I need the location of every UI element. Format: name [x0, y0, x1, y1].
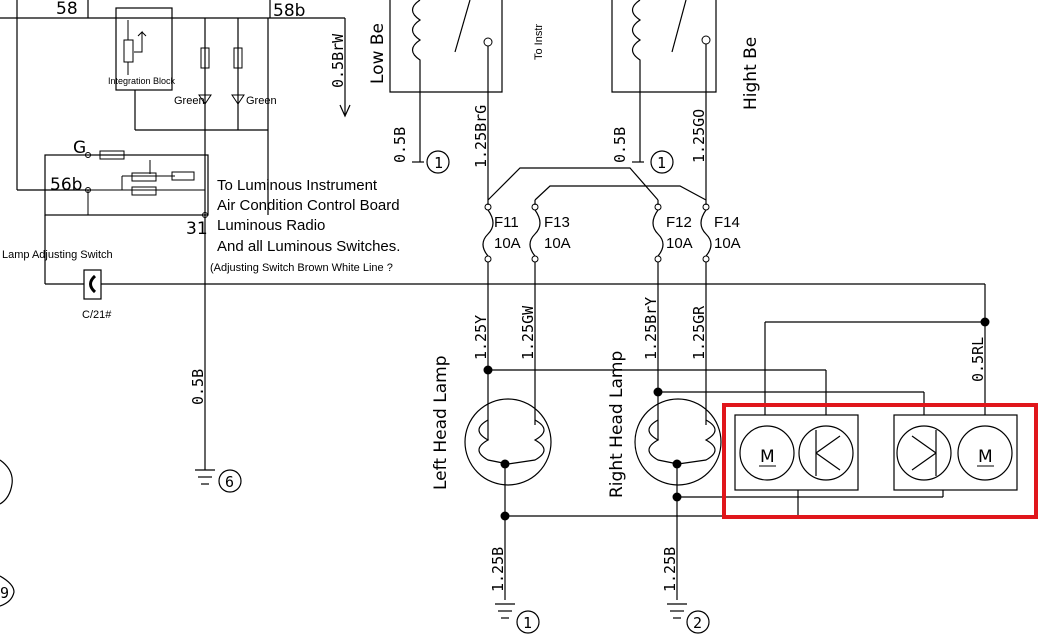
- fuse-f14-rating: 10A: [714, 235, 741, 252]
- top-bus-58: 58 58b 0.5BrW: [0, 0, 351, 191]
- fuse-f11: F11 10A: [482, 203, 521, 263]
- left-head-lamp: Left Head Lamp: [431, 356, 552, 600]
- high-beam-label: Hight Be: [741, 37, 761, 110]
- fuse-f12-rating: 10A: [666, 235, 693, 252]
- wire-label-05brw: 0.5BrW: [329, 33, 347, 88]
- terminal-58-label: 58: [56, 0, 78, 19]
- dimmer-switch: G 56b 31: [44, 138, 209, 239]
- integration-block: Integration Block Green Green: [108, 7, 277, 450]
- wire-label-125gw: 1.25GW: [519, 305, 537, 360]
- ground-1-top-a: 1: [434, 154, 443, 172]
- switch-code-label: C/21#: [82, 309, 112, 321]
- to-instrument-label: To Instr: [533, 24, 545, 60]
- fuse-feed-wires: [487, 167, 707, 205]
- partial-left-circles: 9: [0, 459, 15, 607]
- terminal-31-label: 31: [186, 219, 208, 239]
- wire-label-125bry: 1.25BrY: [642, 297, 660, 360]
- high-beam-relay: Hight Be 1 0.5B 1.25GO: [611, 0, 761, 200]
- ground-2-bottom-label: 2: [693, 614, 702, 632]
- wire-label-125y: 1.25Y: [472, 315, 490, 360]
- wire-label-125go: 1.25GO: [690, 109, 708, 163]
- green-label-left: Green: [174, 95, 205, 107]
- left-leveling-actuator: M: [734, 414, 859, 491]
- ground-2-bottom: 2: [667, 603, 710, 634]
- left-head-lamp-label: Left Head Lamp: [431, 356, 451, 490]
- note-text: To Luminous Instrument Air Condition Con…: [210, 177, 400, 274]
- green-label-right: Green: [246, 95, 277, 107]
- wire-label-05b-ground6: 0.5B: [189, 369, 207, 405]
- ground-6-label: 6: [225, 473, 234, 491]
- terminal-58b-label: 58b: [273, 1, 305, 21]
- motor-symbol-left: M: [760, 447, 775, 467]
- fuse-f14-name: F14: [714, 214, 740, 231]
- terminal-g-label: G: [73, 138, 86, 158]
- wire-label-05b-high: 0.5B: [611, 127, 629, 163]
- ground-1-bottom: 1: [495, 603, 540, 634]
- note-line-3: Luminous Radio: [217, 217, 325, 234]
- fuse-f12: F12 10A: [652, 203, 693, 263]
- wire-label-125gr: 1.25GR: [690, 305, 708, 360]
- fuse-f13: F13 10A: [529, 203, 571, 263]
- motor-symbol-right: M: [978, 447, 993, 467]
- ground-1-top-b: 1: [657, 154, 666, 172]
- wire-label-125b-right: 1.25B: [661, 547, 679, 592]
- fuse-f13-name: F13: [544, 214, 570, 231]
- fuse-f11-name: F11: [494, 214, 519, 231]
- integration-block-label: Integration Block: [108, 76, 176, 86]
- fuse-f12-name: F12: [666, 214, 692, 231]
- note-line-4: And all Luminous Switches.: [217, 238, 400, 255]
- fuse-f14: F14 10A: [700, 203, 741, 263]
- lamp-adjusting-switch-label: Lamp Adjusting Switch: [2, 249, 113, 261]
- wire-label-05rl: 0.5RL: [969, 337, 987, 382]
- right-leveling-actuator: M: [893, 414, 1018, 491]
- ground-9-partial: 9: [0, 584, 9, 602]
- note-line-5: (Adjusting Switch Brown White Line ?: [210, 262, 393, 274]
- wire-label-125b-left: 1.25B: [489, 547, 507, 592]
- low-beam-label: Low Be: [368, 23, 388, 84]
- lamp-feed-wires: 1.25Y 1.25GW 1.25BrY 1.25GR 0.5RL: [472, 262, 990, 440]
- lamp-adjusting-switch: Lamp Adjusting Switch C/21# 0.5B 6: [2, 215, 985, 493]
- fuse-f13-rating: 10A: [544, 235, 571, 252]
- terminal-56b-label: 56b: [50, 175, 82, 195]
- right-head-lamp: Right Head Lamp: [607, 351, 722, 600]
- wire-label-125brg: 1.25BrG: [472, 105, 490, 168]
- highlight-box: [722, 403, 1038, 519]
- fuse-f11-rating: 10A: [494, 235, 521, 252]
- wire-label-05b-low: 0.5B: [391, 127, 409, 163]
- note-line-1: To Luminous Instrument: [217, 177, 378, 194]
- right-head-lamp-label: Right Head Lamp: [607, 351, 627, 498]
- low-beam-relay: Low Be To Instr 1 0.5B 1.25BrG: [368, 0, 545, 200]
- ground-1-bottom-label: 1: [523, 614, 532, 632]
- note-line-2: Air Condition Control Board: [217, 197, 400, 214]
- ground-bus: 1.25B 1.25B: [489, 490, 944, 592]
